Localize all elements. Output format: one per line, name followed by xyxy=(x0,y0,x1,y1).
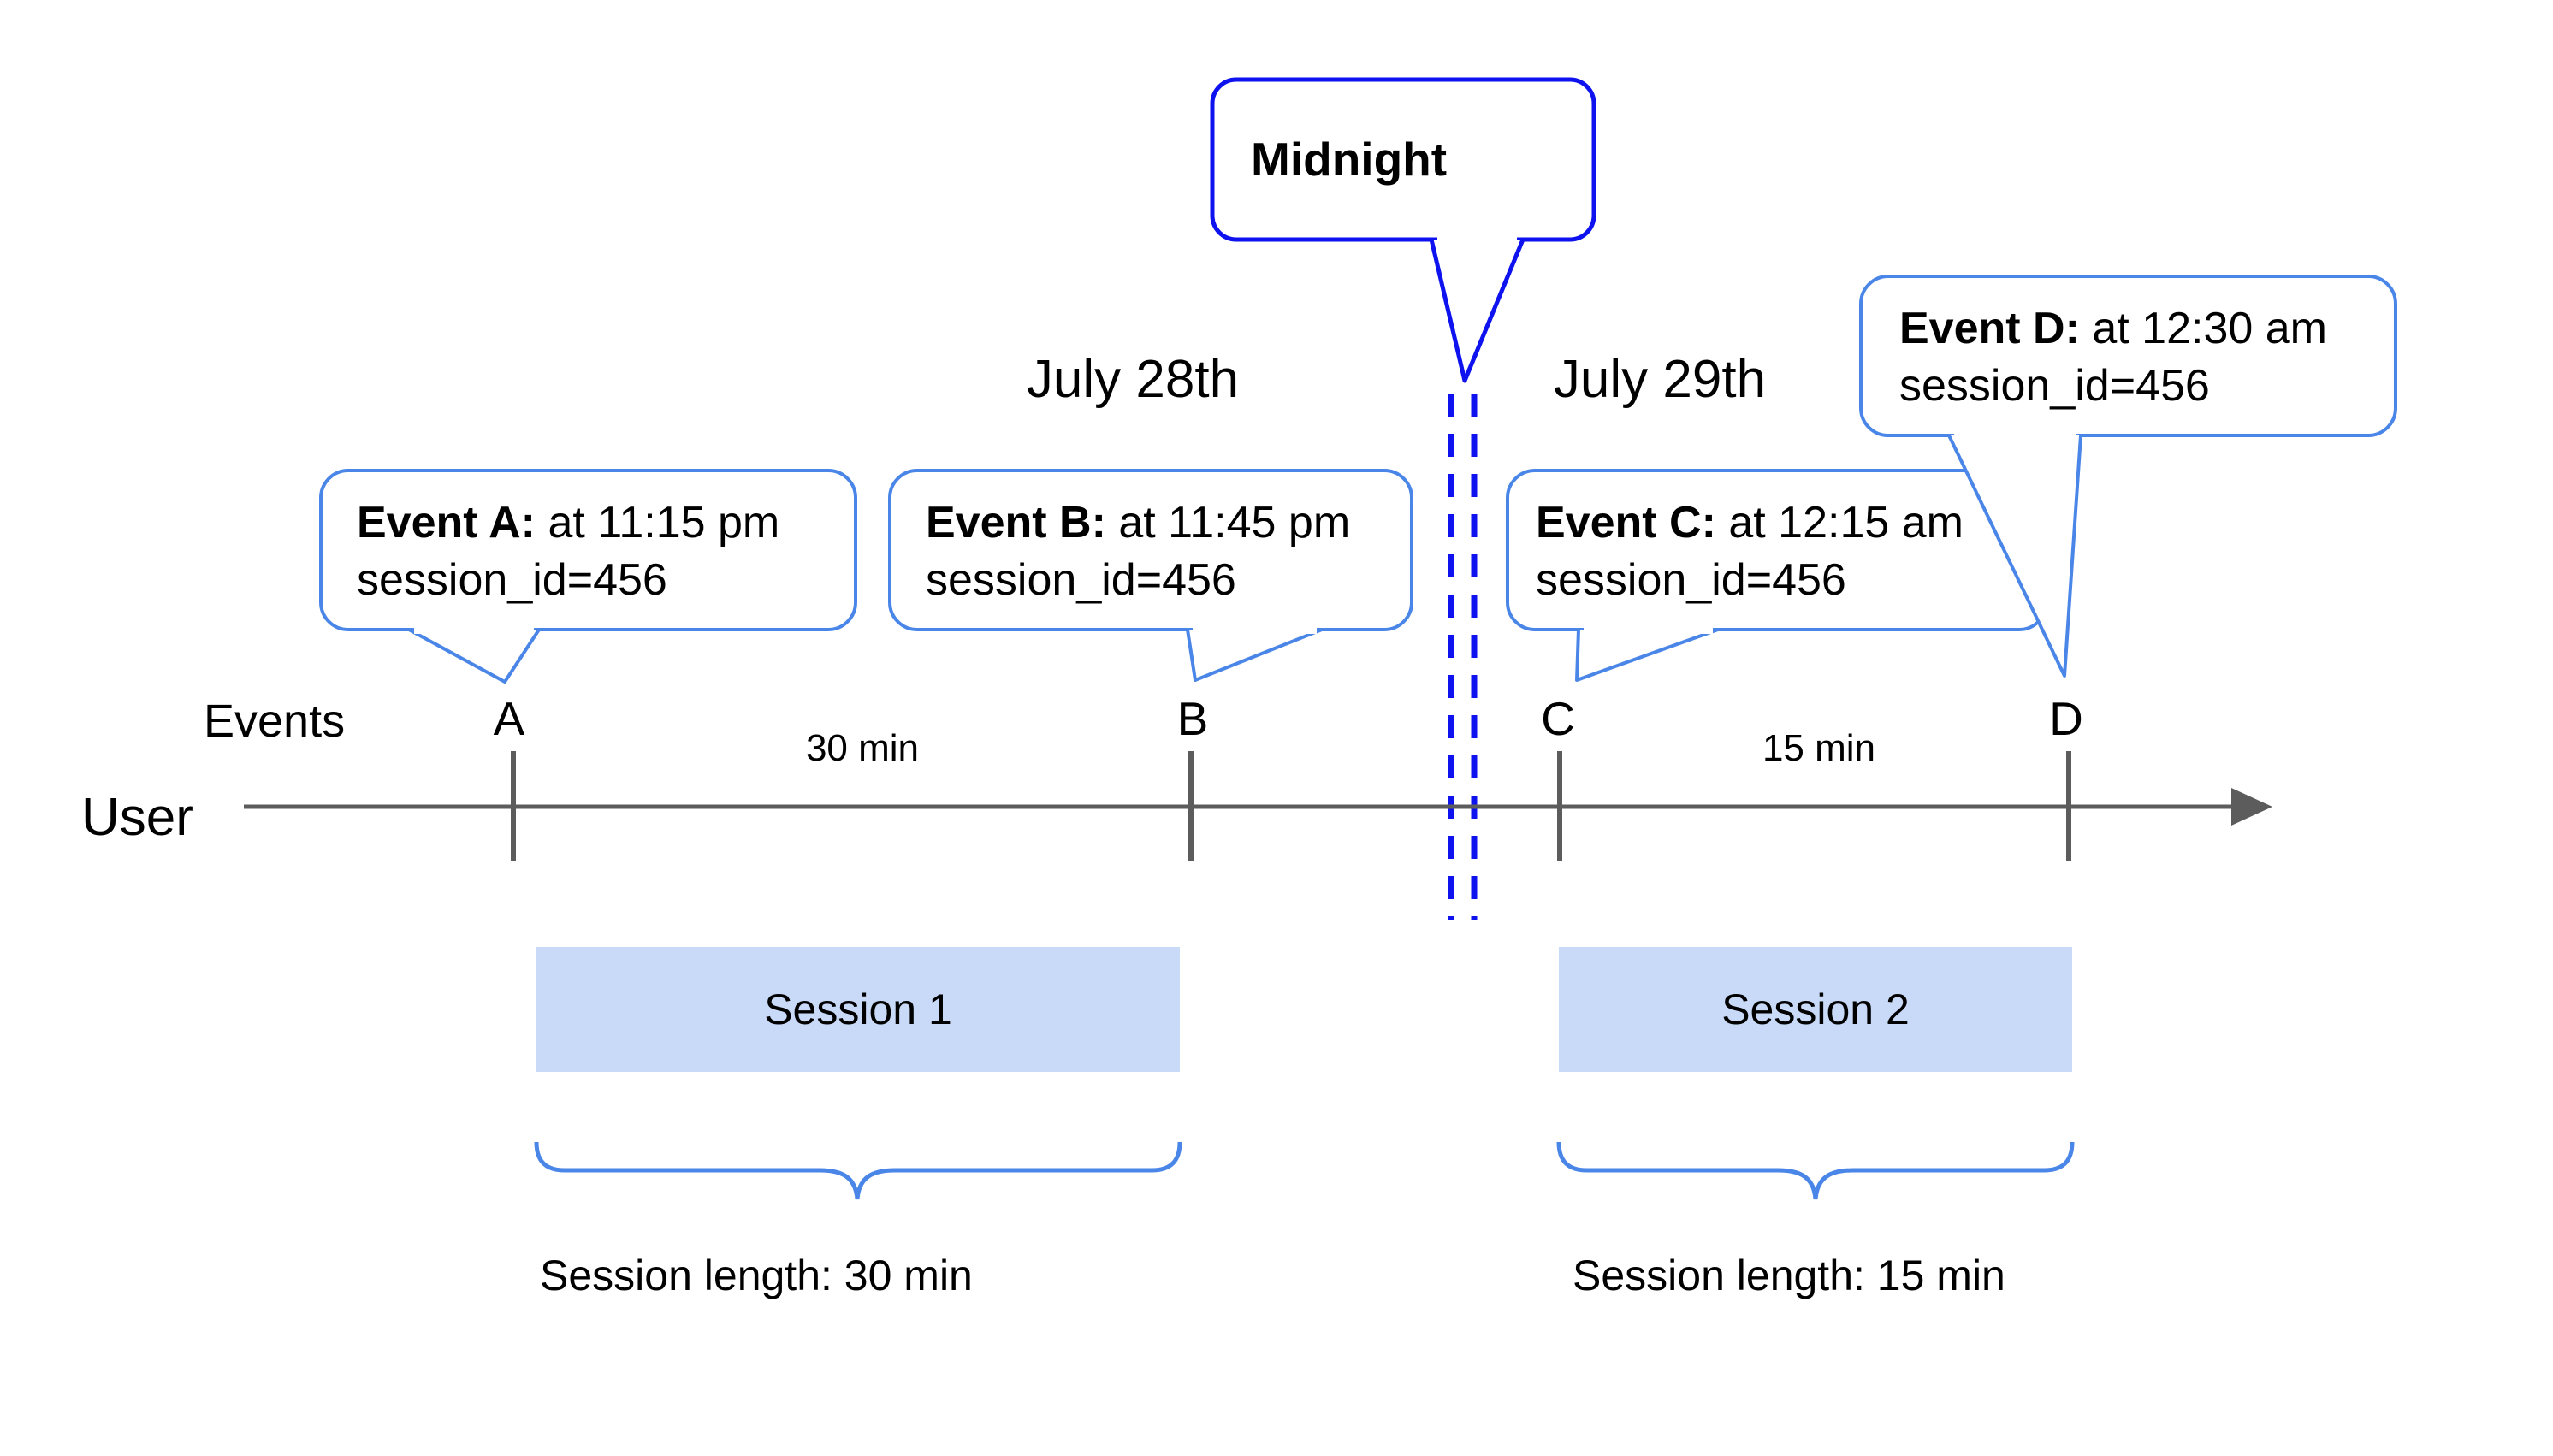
event-a-callout-line1: Event A: at 11:15 pm xyxy=(357,498,780,547)
event-d-callout-line2: session_id=456 xyxy=(1899,361,2210,411)
event-a-callout-shape xyxy=(319,469,857,684)
event-c-callout-text: Event C: at 12:15 am session_id=456 xyxy=(1536,494,1964,609)
interval-label-15min: 15 min xyxy=(1762,727,1876,769)
marker-label-a: A xyxy=(493,692,525,745)
user-timeline-arrow xyxy=(244,788,2272,826)
event-d-callout-text: Event D: at 12:30 am session_id=456 xyxy=(1899,300,2327,415)
interval-label-30min: 30 min xyxy=(805,727,920,769)
event-tick-marks xyxy=(511,751,2071,861)
event-b-callout-line1: Event B: at 11:45 pm xyxy=(926,498,1351,547)
session-1-length-label: Session length: 30 min xyxy=(540,1252,973,1299)
midnight-callout-shape xyxy=(1210,77,1596,383)
session-2-brace xyxy=(1556,1141,2075,1200)
session-2-box: Session 2 xyxy=(1559,947,2072,1072)
date-label-july-29: July 29th xyxy=(1553,350,1767,409)
event-d-callout-line1: Event D: at 12:30 am xyxy=(1899,304,2327,353)
events-axis-label: Events xyxy=(204,695,346,747)
session-1-box: Session 1 xyxy=(536,947,1180,1072)
event-a-callout-line2: session_id=456 xyxy=(357,555,667,605)
midnight-callout-label: Midnight xyxy=(1251,133,1448,186)
marker-label-c: C xyxy=(1541,692,1575,745)
event-b-callout-shape xyxy=(888,469,1413,682)
user-axis-label: User xyxy=(81,788,193,847)
midnight-dashed-line xyxy=(1448,394,1478,920)
event-a-callout-text: Event A: at 11:15 pm session_id=456 xyxy=(357,494,779,609)
event-b-callout-line2: session_id=456 xyxy=(926,555,1236,605)
session-1-brace xyxy=(534,1141,1182,1200)
event-c-callout-shape xyxy=(1506,469,2048,682)
event-d-callout-shape xyxy=(1859,275,2397,678)
event-c-callout-line2: session_id=456 xyxy=(1536,555,1846,605)
date-label-july-28: July 28th xyxy=(1026,350,1240,409)
session-2-label: Session 2 xyxy=(1721,985,1910,1033)
event-c-callout-line1: Event C: at 12:15 am xyxy=(1536,498,1964,547)
session-2-length-label: Session length: 15 min xyxy=(1573,1252,2005,1299)
session-1-label: Session 1 xyxy=(764,985,952,1033)
marker-label-d: D xyxy=(2049,692,2083,745)
marker-label-b: B xyxy=(1176,692,1209,745)
event-b-callout-text: Event B: at 11:45 pm session_id=456 xyxy=(926,494,1350,609)
